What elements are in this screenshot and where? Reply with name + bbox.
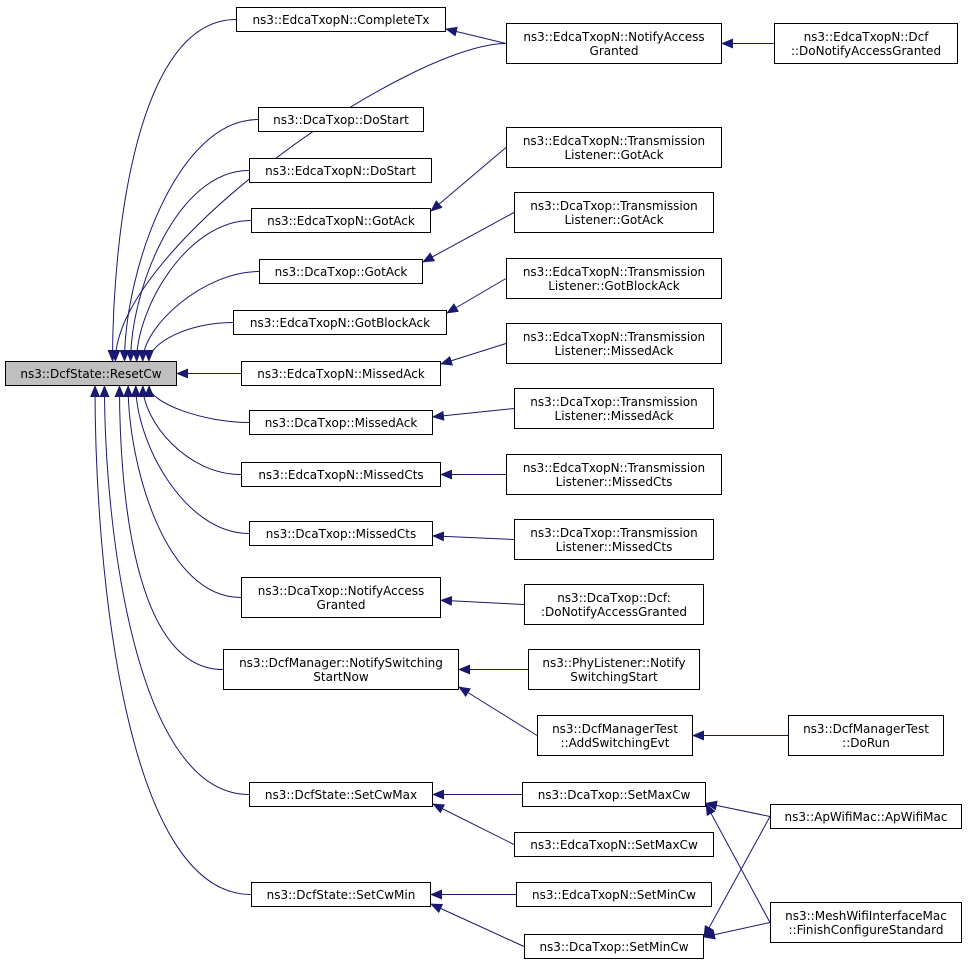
node-dcatxop-gotack[interactable]: ns3::DcaTxop::GotAck xyxy=(259,259,423,284)
edge-edcaMissedCts-to-root xyxy=(137,385,242,475)
node-edcatxopn-gotack[interactable]: ns3::EdcaTxopN::GotAck xyxy=(251,208,431,233)
edge-edcaGotAck-to-root xyxy=(131,220,252,362)
node-apwifimac-apwifimac[interactable]: ns3::ApWifiMac::ApWifiMac xyxy=(770,804,962,829)
node-dcfstate-resetcw: ns3::DcfState::ResetCw xyxy=(5,361,177,386)
edge-setCwMin-to-root xyxy=(90,385,252,895)
edge-dcaNotifyAccess-to-root xyxy=(123,385,242,598)
edge-dcaDoStart-to-root xyxy=(119,119,259,362)
edge-apWifiMac-to-dcaSetMinCw xyxy=(703,816,771,938)
edge-edcaNotifyAccess-to-completeTx xyxy=(445,26,507,44)
edge-apWifiMac-to-dcaSetMaxCw xyxy=(705,800,771,817)
edge-edcaGotBlockAck-to-root xyxy=(143,322,234,362)
node-dcatxop-transmissionlistener-missedcts[interactable]: ns3::DcaTxop::Transmission Listener::Mis… xyxy=(514,519,714,560)
node-dcatxop-transmissionlistener-gotack[interactable]: ns3::DcaTxop::Transmission Listener::Got… xyxy=(514,192,714,233)
edge-edcaTLMissedAck-to-edcaMissedAck xyxy=(440,343,507,366)
node-edcatxopn-transmissionlistener-gotblockack[interactable]: ns3::EdcaTxopN::Transmission Listener::G… xyxy=(506,258,722,299)
node-edcatxopn-missedack[interactable]: ns3::EdcaTxopN::MissedAck xyxy=(241,361,441,386)
edge-edcaTLGotAck-to-edcaGotAck xyxy=(430,147,507,212)
node-dcfmanagertest-addswitchingevt[interactable]: ns3::DcfManagerTest ::AddSwitchingEvt xyxy=(537,715,693,756)
node-edcatxopn-completetx[interactable]: ns3::EdcaTxopN::CompleteTx xyxy=(236,7,446,32)
edge-edcaDoStart-to-root xyxy=(125,170,250,362)
edge-meshFinishConfigure-to-dcaSetMaxCw xyxy=(705,803,771,923)
node-dcatxop-transmissionlistener-missedack[interactable]: ns3::DcaTxop::Transmission Listener::Mis… xyxy=(514,388,714,429)
node-edcatxopn-dostart[interactable]: ns3::EdcaTxopN::DoStart xyxy=(249,158,432,183)
node-dcfstate-setcwmax[interactable]: ns3::DcfState::SetCwMax xyxy=(249,782,433,807)
node-edcatxopn-setmaxcw[interactable]: ns3::EdcaTxopN::SetMaxCw xyxy=(514,832,714,857)
node-dcatxop-dcf-donotifyaccessgranted[interactable]: ns3::DcaTxop::Dcf: :DoNotifyAccessGrante… xyxy=(524,584,704,625)
node-phylistener-notifyswitchingstart[interactable]: ns3::PhyListener::Notify SwitchingStart xyxy=(528,649,700,690)
edge-dcfMgrTestAddSwitching-to-dcfMgrNotifySwitching xyxy=(458,686,538,736)
node-edcatxopn-transmissionlistener-gotack[interactable]: ns3::EdcaTxopN::Transmission Listener::G… xyxy=(506,127,722,168)
edge-completeTx-to-root xyxy=(107,19,237,362)
edge-dcfMgrNotifySwitching-to-root xyxy=(114,385,224,670)
node-edcatxopn-missedcts[interactable]: ns3::EdcaTxopN::MissedCts xyxy=(241,462,441,487)
node-edcatxopn-dcf-donotifyaccessgranted[interactable]: ns3::EdcaTxopN::Dcf ::DoNotifyAccessGran… xyxy=(774,23,958,64)
node-meshwifiinterfacemac-finishconfigurestandard[interactable]: ns3::MeshWifiInterfaceMac ::FinishConfig… xyxy=(770,902,962,943)
node-dcatxop-missedack[interactable]: ns3::DcaTxop::MissedAck xyxy=(249,410,433,435)
node-dcfmanager-notifyswitchingstartnow[interactable]: ns3::DcfManager::NotifySwitching StartNo… xyxy=(223,649,459,690)
node-edcatxopn-notifyaccessgranted[interactable]: ns3::EdcaTxopN::NotifyAccess Granted xyxy=(506,23,722,64)
edge-dcaSetMinCw-to-setCwMin xyxy=(430,903,525,947)
node-edcatxopn-transmissionlistener-missedack[interactable]: ns3::EdcaTxopN::Transmission Listener::M… xyxy=(506,323,722,364)
edge-meshFinishConfigure-to-dcaSetMinCw xyxy=(703,922,771,940)
node-dcatxop-notifyaccessgranted[interactable]: ns3::DcaTxop::NotifyAccess Granted xyxy=(241,577,441,618)
edge-dcaDcfDoNotify-to-dcaNotifyAccess xyxy=(440,595,525,606)
node-edcatxopn-setmincw[interactable]: ns3::EdcaTxopN::SetMinCw xyxy=(516,882,712,907)
node-dcfstate-setcwmin[interactable]: ns3::DcfState::SetCwMin xyxy=(251,882,431,907)
edge-dcaTLMissedAck-to-dcaMissedAck xyxy=(432,408,515,421)
edge-edcaTLGotBlockAck-to-edcaGotBlockAck xyxy=(446,278,507,314)
node-dcatxop-dostart[interactable]: ns3::DcaTxop::DoStart xyxy=(258,107,424,132)
node-edcatxopn-transmissionlistener-missedcts[interactable]: ns3::EdcaTxopN::Transmission Listener::M… xyxy=(506,454,722,495)
edge-dcaMissedCts-to-root xyxy=(130,385,250,534)
edge-setCwMax-to-root xyxy=(99,385,250,795)
edge-dcaGotAck-to-root xyxy=(137,271,260,362)
edge-dcaTLMissedCts-to-dcaMissedCts xyxy=(432,531,515,542)
edge-dcaMissedAck-to-root xyxy=(144,385,250,423)
node-dcatxop-setmaxcw[interactable]: ns3::DcaTxop::SetMaxCw xyxy=(522,782,706,807)
node-dcfmanagertest-dorun[interactable]: ns3::DcfManagerTest ::DoRun xyxy=(788,715,944,756)
node-dcatxop-missedcts[interactable]: ns3::DcaTxop::MissedCts xyxy=(249,521,433,546)
node-edcatxopn-gotblockack[interactable]: ns3::EdcaTxopN::GotBlockAck xyxy=(233,310,447,335)
edge-edcaSetMaxCw-to-setCwMax xyxy=(432,803,515,845)
node-dcatxop-setmincw[interactable]: ns3::DcaTxop::SetMinCw xyxy=(524,934,704,959)
edge-dcaTLGotAck-to-dcaGotAck xyxy=(422,212,515,263)
